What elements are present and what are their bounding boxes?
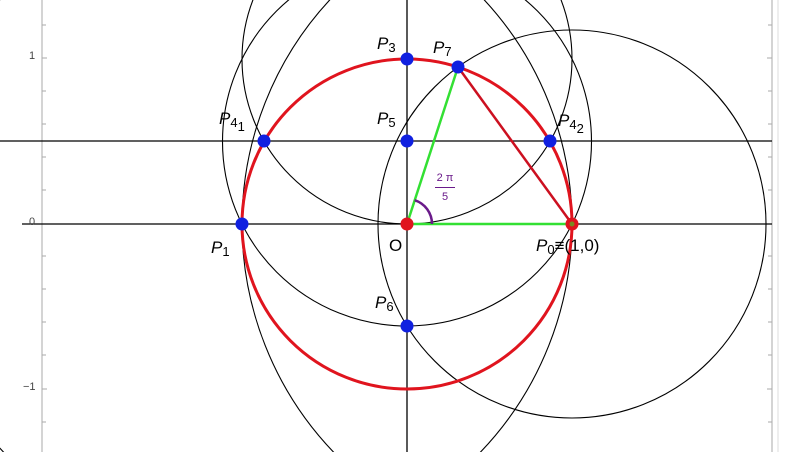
point-p6 [400, 319, 414, 333]
point-p7 [451, 60, 465, 74]
right-ticks [767, 24, 772, 423]
label-p41: P41 [219, 109, 245, 134]
label-p3: P3 [377, 34, 396, 55]
circle-center-p1-big [0, 0, 573, 452]
label-origin: O [389, 236, 403, 255]
left-ticks [42, 24, 47, 423]
tick-label-0: 0 [29, 216, 36, 228]
angle-denominator: 5 [441, 191, 449, 203]
label-p0: P0≡(1,0) [536, 236, 600, 257]
label-p1: P1 [211, 238, 230, 259]
circle-center-p0-small [377, 29, 767, 419]
angle-arc [414, 199, 434, 225]
circle-center-p0-big [241, 0, 335, 452]
label-p7: P7 [433, 38, 452, 59]
label-p6: P6 [375, 293, 394, 314]
point-p3 [400, 52, 414, 66]
angle-label-2pi-over-5: 2 π 5 [433, 172, 457, 203]
label-p5: P5 [377, 109, 396, 130]
point-p5 [400, 134, 414, 148]
point-p42 [543, 134, 557, 148]
red-side-p7-p0 [456, 66, 574, 225]
tick-label-1: 1 [29, 50, 36, 62]
tick-label-neg1: −1 [23, 381, 36, 393]
green-side-o-p7 [405, 66, 460, 225]
point-p41 [257, 134, 271, 148]
angle-numerator: 2 π [436, 172, 454, 184]
points [235, 52, 579, 333]
label-p42: P42 [558, 111, 584, 136]
point-p1 [235, 217, 249, 231]
origin-point [400, 217, 414, 231]
